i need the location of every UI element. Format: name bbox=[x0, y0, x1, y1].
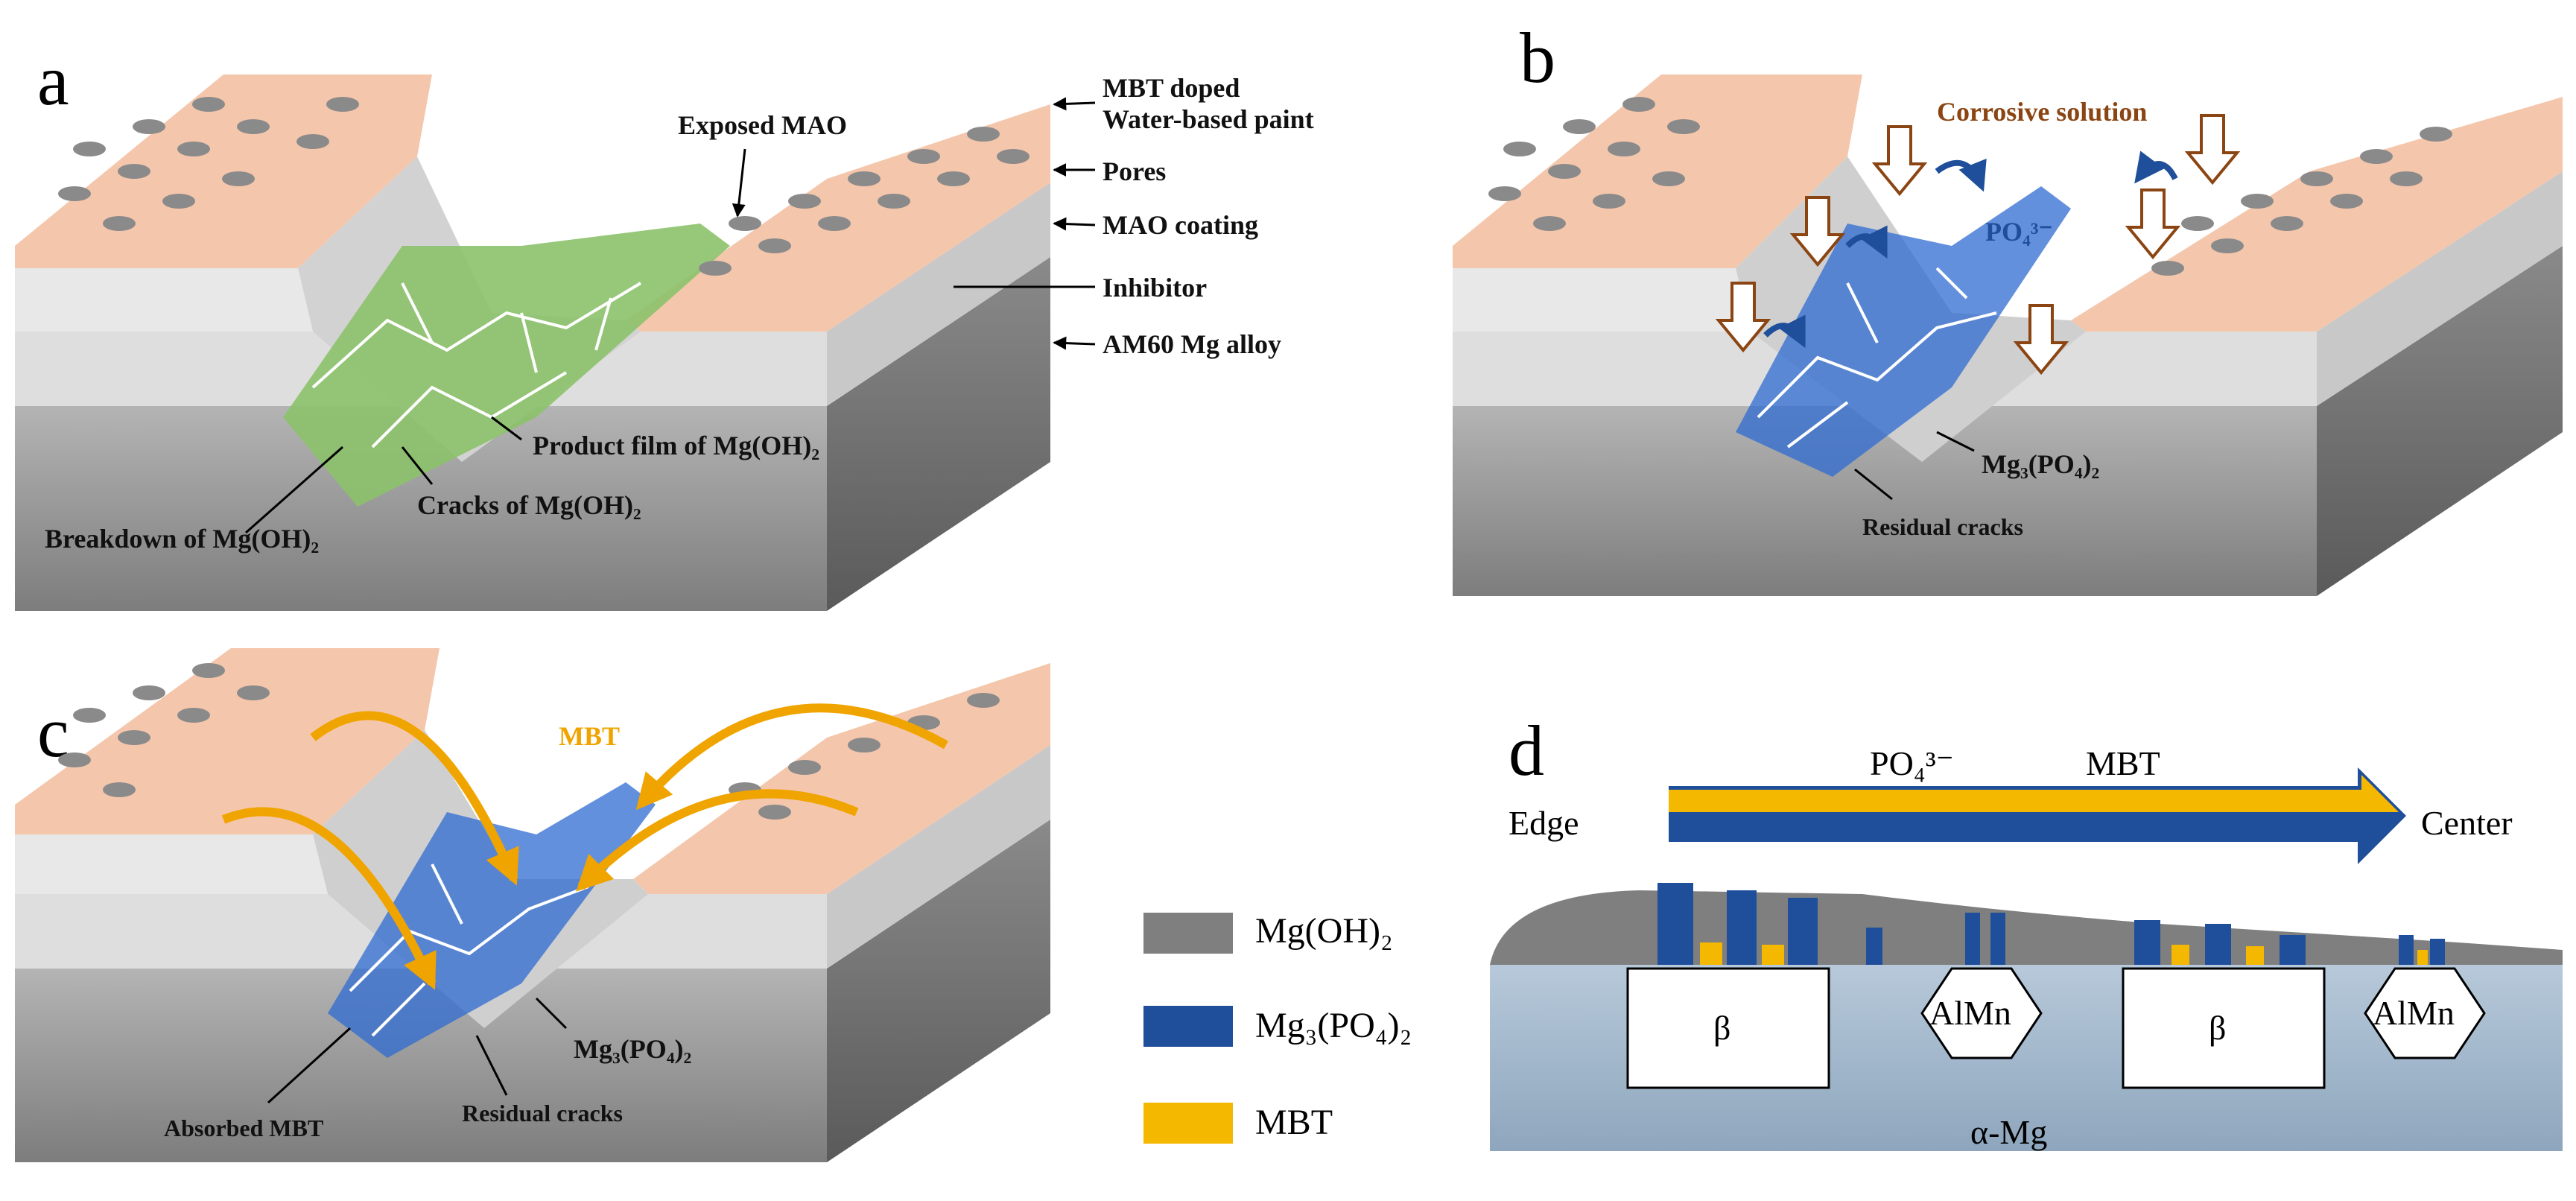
legend: Mg(OH)₂ Mg₃(PO₄)₂ MBT bbox=[1143, 911, 1412, 1144]
panel-c: c bbox=[15, 648, 1050, 1162]
po4-label-b: PO₄³⁻ bbox=[1985, 217, 2053, 247]
legend-label-mg3po42: Mg₃(PO₄)₂ bbox=[1255, 1006, 1412, 1045]
mbt-doped-label-line2: Water-based paint bbox=[1103, 104, 1314, 134]
panel-d-letter: d bbox=[1509, 711, 1544, 790]
panel-a: a bbox=[15, 40, 1314, 611]
edge-to-center-arrow bbox=[1669, 767, 2406, 864]
legend-label-mgoh2: Mg(OH)₂ bbox=[1255, 911, 1393, 951]
almn-phase-1 bbox=[1920, 967, 2043, 1059]
legend-swatch-mbt bbox=[1143, 1103, 1233, 1144]
pores-label: Pores bbox=[1103, 156, 1166, 186]
exposed-mao-label: Exposed MAO bbox=[678, 110, 847, 140]
residual-cracks-label-b: Residual cracks bbox=[1862, 513, 2023, 540]
beta-label-2: β bbox=[2209, 1009, 2226, 1047]
mbt-bars bbox=[1700, 942, 2428, 965]
mbt-label-d: MBT bbox=[2086, 744, 2160, 782]
almn-phase-2 bbox=[2364, 967, 2486, 1059]
cracks-label: Cracks of Mg(OH)₂ bbox=[417, 490, 641, 520]
residual-cracks-label-c: Residual cracks bbox=[462, 1100, 623, 1126]
mao-coating-label: MAO coating bbox=[1103, 210, 1258, 240]
absorbed-mbt-label: Absorbed MBT bbox=[164, 1115, 323, 1141]
panel-b-letter: b bbox=[1520, 18, 1555, 98]
edge-to-center-arrow-mbt-band bbox=[1669, 775, 2399, 812]
legend-label-mbt: MBT bbox=[1255, 1103, 1333, 1142]
breakdown-label: Breakdown of Mg(OH)₂ bbox=[45, 524, 319, 554]
almn-label-2: AlMn bbox=[2373, 994, 2455, 1032]
product-film-label: Product film of Mg(OH)₂ bbox=[533, 431, 819, 460]
almn-label-1: AlMn bbox=[1929, 994, 2011, 1032]
mg3po42-label-c: Mg₃(PO₄)₂ bbox=[574, 1034, 691, 1064]
legend-swatch-mgoh2 bbox=[1143, 913, 1233, 954]
panel-a-letter: a bbox=[37, 40, 69, 120]
panel-d: d Edge Center PO₄³⁻ MBT bbox=[1490, 711, 2563, 1151]
panel-b: b bbox=[1453, 18, 2563, 596]
mbt-label-c: MBT bbox=[559, 721, 620, 751]
mg3po42-label-b: Mg₃(PO₄)₂ bbox=[1982, 449, 2099, 479]
edge-label: Edge bbox=[1509, 804, 1579, 842]
beta-phase-1 bbox=[1626, 967, 1830, 1089]
alpha-mg-label: α-Mg bbox=[1970, 1113, 2047, 1151]
panel-c-block bbox=[15, 648, 1050, 1162]
center-label: Center bbox=[2421, 804, 2513, 842]
po4-label-d: PO₄³⁻ bbox=[1870, 744, 1954, 782]
corrosive-solution-label: Corrosive solution bbox=[1937, 97, 2147, 127]
mg3po42-bars bbox=[1657, 883, 2445, 965]
beta-label-1: β bbox=[1713, 1009, 1730, 1047]
beta-phase-2 bbox=[2122, 967, 2326, 1089]
panel-b-block bbox=[1453, 75, 2563, 596]
inhibitor-label: Inhibitor bbox=[1103, 273, 1207, 302]
legend-swatch-mg3po42 bbox=[1143, 1006, 1233, 1047]
alloy-label: AM60 Mg alloy bbox=[1103, 329, 1281, 359]
panel-a-block bbox=[15, 75, 1050, 611]
mbt-doped-label-line1: MBT doped bbox=[1103, 73, 1240, 103]
